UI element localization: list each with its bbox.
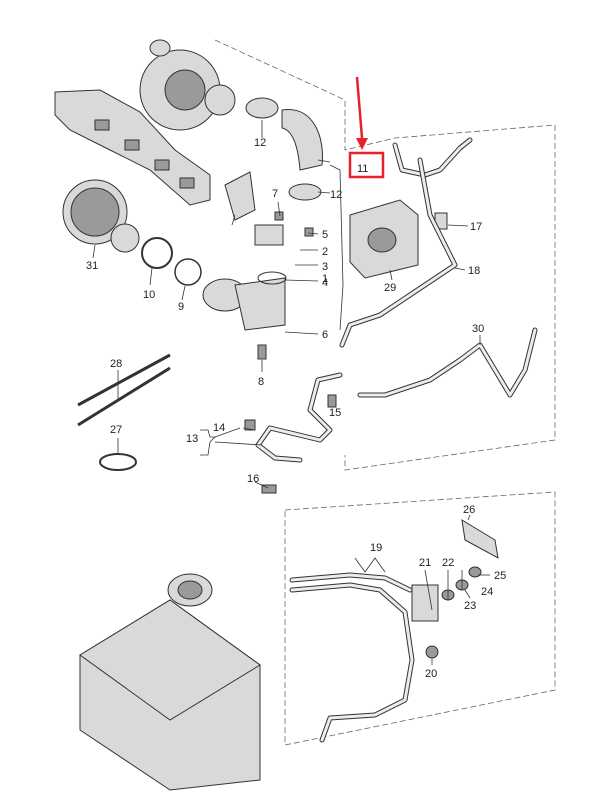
air-filter-box [79,573,261,791]
breather-hoses [339,137,473,348]
center-lines [244,372,343,494]
callout-10: 10 [143,289,155,301]
highlight-arrow-head [356,138,368,150]
o-ring [174,258,202,286]
small-parts-left [77,353,171,471]
breather-hose-b-inner [340,158,457,347]
bolt [274,211,284,221]
manifold-port [94,119,110,131]
nut [425,645,439,659]
highlight-box [348,151,385,179]
turbo-compressor [164,69,206,111]
strap-clip [99,453,137,471]
head-cover-group [349,199,448,279]
callout-21: 21 [419,557,431,569]
callout-27: 27 [110,424,122,436]
vacuum-hose-13 [255,372,343,463]
callout-13: 13 [186,433,198,445]
heat-shield [224,171,256,221]
vacuum-line-group [357,327,538,398]
callout-3: 3 [322,261,328,273]
highlight-annotation [348,76,385,179]
callout-15: 15 [329,407,341,419]
filter-canister-inner [70,187,120,237]
lower-group-outline [284,491,556,746]
callout-26: 26 [463,504,475,516]
callout-30: 30 [472,323,484,335]
breather-hose-a-inner [393,138,472,177]
egr-valve-group [202,171,314,360]
vacuum-line [357,327,538,398]
callout-8: 8 [258,376,264,388]
gasket [257,271,287,285]
callout-12-upper: 12 [254,137,266,149]
vacuum-line-19b-inner [290,573,412,592]
intake-hose [281,109,323,171]
callout-31: 31 [86,260,98,272]
callout-17: 17 [470,221,482,233]
callout-24: 24 [481,586,493,598]
turbo-outlet [204,84,236,116]
manifold-port [124,139,140,151]
callout-11: 11 [357,163,368,175]
callout-14: 14 [213,422,225,434]
egr-flange [234,277,286,331]
filler-cap [367,227,397,253]
hose-clamp-lower [288,183,322,201]
bolt [327,394,337,408]
highlight-arrow-shaft [355,76,364,139]
lower-section [289,519,499,743]
filter-canister-group [62,179,202,286]
manifold-port [179,177,195,189]
callout-25: 25 [494,570,506,582]
callout-22: 22 [442,557,454,569]
callout-1: 1 [322,273,328,285]
vacuum-line-19-inner [290,583,414,742]
turbo-actuator [149,39,171,57]
callout-29: 29 [384,282,396,294]
intake-hose-group [245,97,323,201]
band-clamp [141,237,173,269]
filter-box-inlet-hole [177,580,203,600]
callout-5: 5 [322,229,328,241]
manifold-port [154,159,170,171]
valve-actuator [254,224,284,246]
seal [468,566,482,578]
callout-12-lower: 12 [330,189,342,201]
bolt [257,344,267,360]
vacuum-line-inner [358,328,537,397]
canister-outlet [110,223,140,253]
bolt [261,484,277,494]
callout-7: 7 [272,188,278,200]
bolt [304,227,314,237]
hose-clamp [245,97,279,119]
callout-labels: 1 2 3 4 5 6 7 8 9 10 11 12 12 13 14 15 1… [86,137,506,680]
mounting-bracket [461,519,499,559]
group-boundaries [214,39,556,746]
cable-tie [77,353,171,407]
callout-20: 20 [425,668,437,680]
callout-2: 2 [322,246,328,258]
callout-6: 6 [322,329,328,341]
bolt [244,419,256,431]
solenoid-valve [411,584,439,622]
upper-group-outline [214,39,556,471]
vacuum-hose-13-inner [256,373,342,462]
callout-28: 28 [110,358,122,370]
callout-19: 19 [370,542,382,554]
turbocharger-assembly [54,39,236,206]
callout-23: 23 [464,600,476,612]
filter-box-lid [79,599,261,721]
leader-lines [92,120,490,665]
callout-18: 18 [468,265,480,277]
callout-16: 16 [247,473,259,485]
callout-9: 9 [178,301,184,313]
callout-4: 4 [322,277,328,289]
cable-tie [77,366,171,427]
